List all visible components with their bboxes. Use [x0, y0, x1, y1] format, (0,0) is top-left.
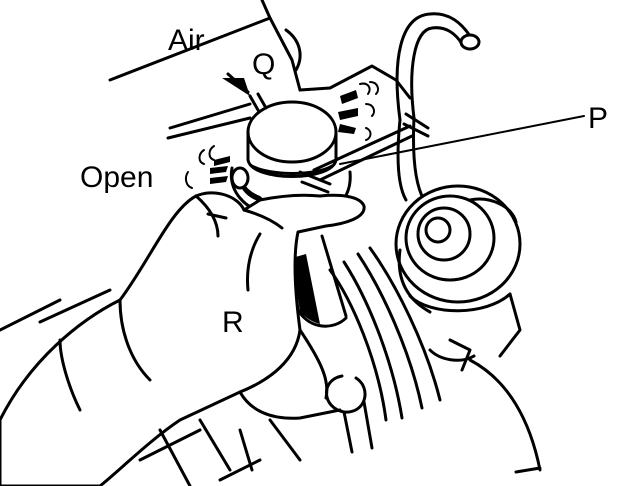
air-arrow [222, 72, 250, 96]
engine-housing [0, 0, 412, 332]
label-air: Air [168, 24, 205, 57]
label-p: P [588, 102, 609, 135]
label-q: Q [252, 48, 276, 81]
pipe-p [298, 12, 481, 202]
right-flow-marks [338, 81, 379, 141]
valve-cap [246, 92, 338, 178]
label-r: R [222, 306, 244, 339]
label-open: Open [80, 161, 154, 194]
open-flow-marks [184, 145, 230, 189]
hoses [325, 246, 542, 474]
hand [0, 191, 366, 486]
diaphragm-canister [394, 184, 522, 358]
